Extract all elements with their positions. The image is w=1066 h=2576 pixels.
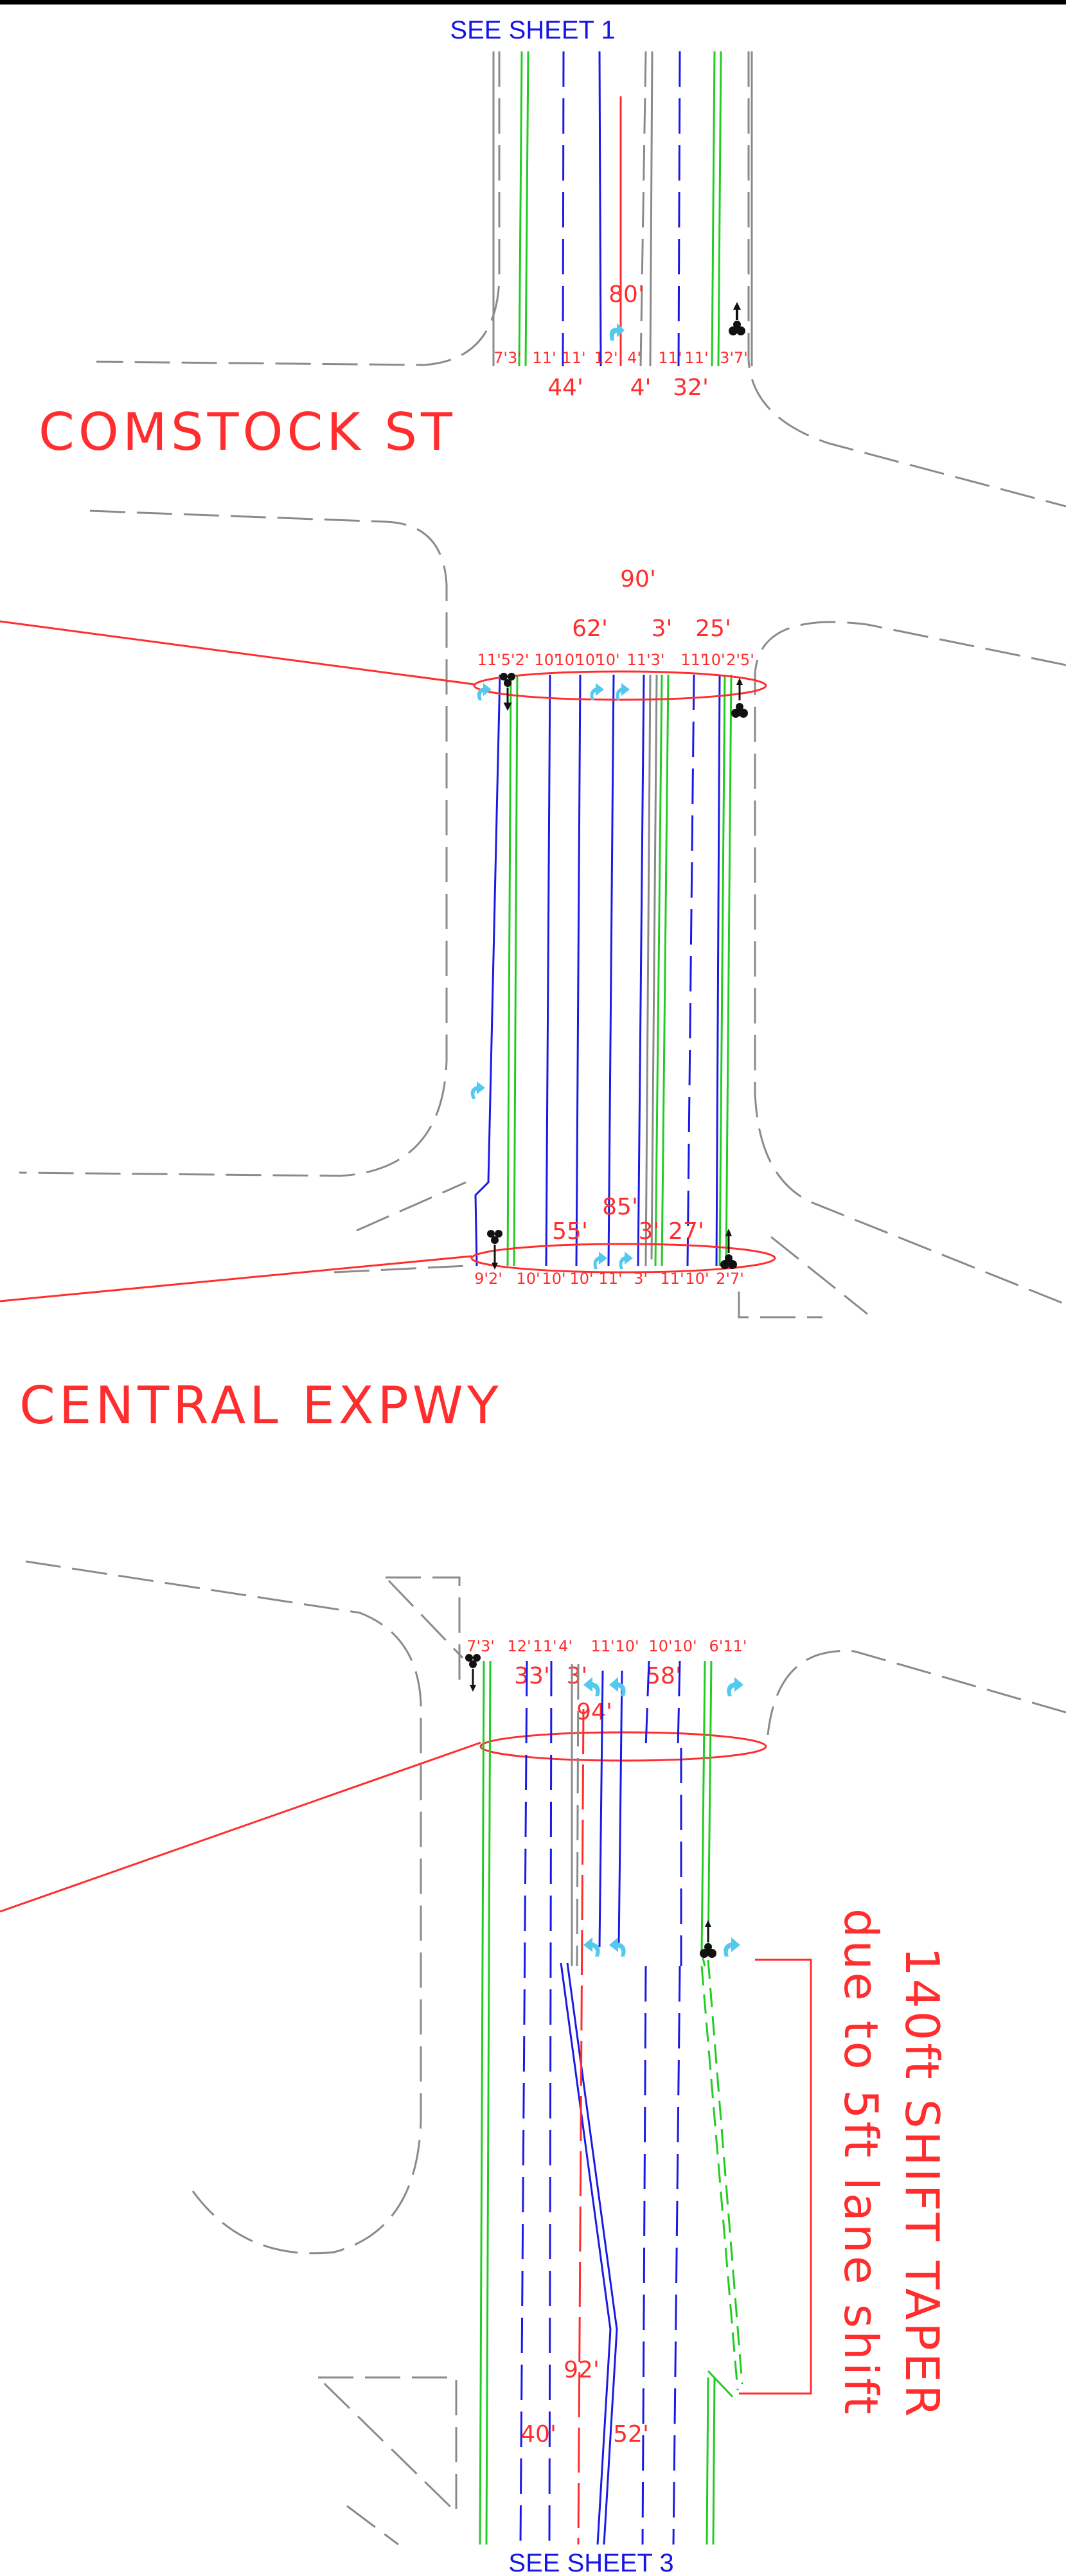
right-turn-arrow-icon	[616, 683, 630, 700]
right-turn-arrow-icon	[724, 1937, 740, 1957]
lane-width: 11'	[591, 1637, 614, 1655]
left-turn-arrow-icon	[583, 1677, 600, 1696]
section-2-lane-widths: 11'5'2' 10' 10' 10' 10' 11'3' 11' 10' 2'…	[477, 651, 754, 669]
subtotal-width: 52'	[613, 2421, 649, 2447]
right-turn-arrow-icon	[593, 1252, 607, 1269]
lane-width: 11'	[562, 349, 585, 367]
lane-width: 12'	[594, 349, 617, 367]
taper-note-line-1: 140ft SHIFT TAPER	[895, 1947, 949, 2419]
section-5-subtotals: 40' 52'	[520, 2421, 649, 2447]
lane-width: 6'11'	[709, 1637, 747, 1655]
street-name-comstock: COMSTOCK ST	[39, 402, 456, 462]
lane-width: 3'	[634, 1270, 648, 1288]
lane-width: 10'	[516, 1270, 540, 1288]
lane-width: 10'	[596, 651, 619, 669]
subtotal-width: 62'	[572, 616, 608, 642]
lane-width: 10'	[685, 1270, 709, 1288]
subtotal-width: 40'	[520, 2421, 556, 2447]
left-turn-arrow-icon	[609, 1677, 626, 1696]
leader-lines	[0, 620, 481, 1913]
subtotal-width: 44'	[547, 375, 583, 401]
section-2-subtotals: 62' 3' 25'	[572, 616, 731, 642]
lane-width: 11'3'	[626, 651, 664, 669]
lane-width: 11'5'2'	[477, 651, 529, 669]
lane-width: 10'	[542, 1270, 565, 1288]
lane-width: 10'	[673, 1637, 697, 1655]
lane-width: 3'7'	[720, 349, 748, 367]
subtotal-width: 58'	[646, 1663, 682, 1689]
left-turn-arrow-icon	[583, 1937, 600, 1957]
lane-width: 11'	[658, 349, 682, 367]
subtotal-width: 55'	[552, 1218, 588, 1245]
see-sheet-1-label[interactable]: SEE SHEET 1	[450, 16, 615, 44]
curb-lines	[19, 51, 1066, 2546]
lane-width: 4'	[558, 1637, 573, 1655]
lane-width: 11'	[532, 349, 556, 367]
taper-note: 140ft SHIFT TAPER due to 5ft lane shift	[834, 1908, 949, 2419]
lane-width: 2'7'	[716, 1270, 744, 1288]
lane-width: 12'	[507, 1637, 531, 1655]
signal-pole-icon	[720, 1229, 737, 1269]
subtotal-width: 25'	[695, 616, 731, 642]
signal-pole-icon	[731, 678, 748, 718]
section-2-3-striping	[474, 674, 733, 1266]
subtotal-width: 3'	[639, 1218, 660, 1245]
section-4-lane-widths: 7'3' 12' 11' 4' 11' 10' 10' 10' 6'11'	[466, 1637, 747, 1655]
lane-width: 10'	[534, 651, 558, 669]
see-sheet-3-label[interactable]: SEE SHEET 3	[508, 2549, 673, 2576]
left-turn-arrow-icon	[477, 683, 492, 700]
section-4-5-striping	[479, 1660, 743, 2545]
section-1-total-width: 80'	[609, 281, 644, 308]
sheet-top-border	[0, 0, 1066, 4]
section-4-total-width: 94'	[576, 1699, 612, 1725]
lane-width: 11'	[680, 651, 704, 669]
signal-pole-icon	[500, 673, 515, 711]
lane-width: 7'3'	[466, 1637, 495, 1655]
lane-width: 10'	[701, 651, 725, 669]
section-3-lane-widths: 9'2' 10' 10' 10' 11' 3' 11' 10' 2'7'	[474, 1270, 744, 1288]
section-1-striping	[492, 51, 753, 367]
subtotal-width: 32'	[673, 375, 709, 401]
subtotal-width: 4'	[630, 375, 652, 401]
lane-width: 4'	[627, 349, 641, 367]
lane-width: 9'2'	[474, 1270, 502, 1288]
lane-width: 11'	[533, 1637, 556, 1655]
right-turn-arrow-icon	[727, 1677, 743, 1696]
subtotal-width: 3'	[652, 616, 673, 642]
street-name-central-expwy: CENTRAL EXPWY	[19, 1376, 502, 1435]
lane-width: 11'	[660, 1270, 684, 1288]
section-1-lane-widths: 7'3' 11' 11' 12' 4' 11' 11' 3'7'	[493, 349, 748, 367]
right-turn-arrow-icon	[619, 1252, 633, 1269]
signal-pole-icon	[700, 1920, 716, 1958]
lane-width: 7'3'	[493, 349, 522, 367]
lane-width: 10'	[575, 651, 599, 669]
section-2-total-width: 90'	[620, 566, 656, 592]
lane-width: 11'	[684, 349, 708, 367]
left-turn-arrow-icon	[609, 1937, 626, 1957]
lane-width: 11'	[598, 1270, 622, 1288]
lane-width: 10'	[555, 651, 578, 669]
signal-pole-icon	[487, 1230, 502, 1270]
section-3-subtotals: 55' 3' 27'	[552, 1218, 704, 1245]
lane-width: 2'5'	[726, 651, 754, 669]
selection-ellipses	[470, 670, 776, 1762]
subtotal-width: 27'	[668, 1218, 704, 1245]
lane-width: 10'	[615, 1637, 639, 1655]
left-turn-arrow-icon	[609, 323, 625, 341]
lane-width: 10'	[648, 1637, 672, 1655]
right-turn-arrow-icon	[590, 683, 604, 700]
left-turn-arrow-icon	[470, 1081, 485, 1099]
signal-pole-icon	[729, 302, 745, 335]
taper-note-line-2: due to 5ft lane shift	[834, 1908, 888, 2417]
section-1-subtotals: 44' 4' 32'	[547, 375, 709, 401]
section-3-total-width: 85'	[602, 1194, 638, 1220]
signal-pole-icon	[465, 1654, 481, 1692]
taper-bracket	[739, 1959, 812, 2395]
lane-width: 10'	[569, 1270, 593, 1288]
subtotal-width: 33'	[514, 1663, 550, 1689]
section-5-total-width: 92'	[564, 2357, 600, 2383]
